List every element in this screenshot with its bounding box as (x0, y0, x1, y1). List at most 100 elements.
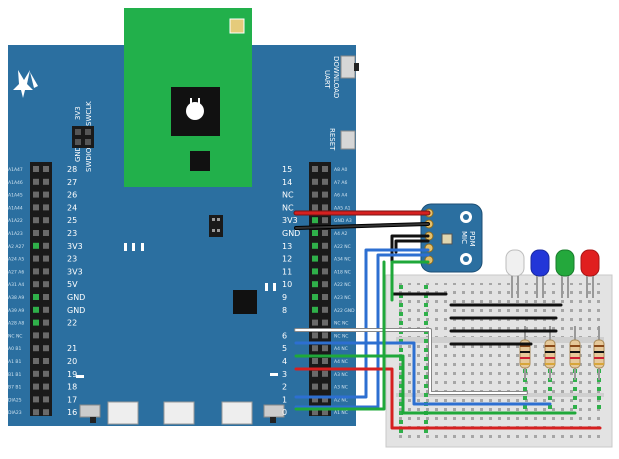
header-pin (322, 319, 328, 326)
wires (293, 210, 602, 430)
leds (505, 249, 600, 298)
pin-number: 13 (282, 242, 292, 251)
header-pin (33, 242, 39, 249)
bottom-connectors (79, 401, 285, 425)
resistor-band (520, 357, 530, 359)
header-pin (33, 294, 39, 300)
pin-number: NC (282, 203, 294, 212)
uart-download-switch[interactable] (340, 55, 356, 79)
pin-number: 3V3 (67, 267, 83, 276)
pin-number: 19 (67, 370, 77, 379)
pin-silk-label: A39 A9 (8, 308, 24, 314)
header-pin (43, 230, 49, 236)
breadboard-pin (399, 402, 403, 406)
breadboard-pin (597, 387, 601, 391)
breadboard-pin (424, 303, 428, 307)
header-pin (43, 191, 49, 198)
header-pin (43, 178, 49, 185)
label-gnd: GND (74, 146, 82, 162)
breadboard-pin (399, 366, 403, 370)
breadboard-pin (399, 339, 403, 343)
header-body (30, 162, 52, 416)
pin-silk-label: A38 A9 (8, 295, 24, 301)
header-pin (322, 255, 328, 262)
header-pin (312, 319, 318, 326)
pin-number: 1 (282, 395, 287, 404)
breadboard-pin (548, 405, 552, 409)
header-pin (322, 409, 328, 416)
wire-gpio4-green (294, 354, 577, 415)
breadboard-pin (424, 285, 428, 289)
breadboard-pin (573, 387, 577, 391)
header-pin (33, 409, 39, 416)
breadboard-pin (424, 339, 428, 343)
breadboard-pin (424, 294, 428, 298)
breadboard-pin (399, 384, 403, 388)
led-red (580, 249, 600, 298)
breadboard-pin (523, 405, 527, 409)
pin-silk-label: A6 A4 (334, 193, 347, 199)
pin-number: 23 (67, 255, 77, 264)
breadboard-pin (548, 387, 552, 391)
pin-number: 3 (282, 370, 287, 379)
resistor-band (545, 345, 555, 347)
label-uart: UART (323, 70, 331, 89)
pin-silk-label: A22 GND (334, 308, 355, 314)
pin-number: 5 (282, 344, 287, 353)
header-pin (312, 345, 318, 352)
wire-mic-data (390, 260, 430, 302)
pin-silk-label: DIA25 (8, 397, 22, 403)
pin-silk-label: A1 B1 (8, 359, 21, 365)
header-pin (43, 242, 49, 249)
breadboard-pin (399, 375, 403, 379)
breadboard-pin (399, 429, 403, 433)
module-led (229, 18, 245, 34)
pin-number: 0 (282, 408, 287, 417)
header-pin (33, 217, 39, 224)
breadboard-pin (424, 321, 428, 325)
resistor-band (520, 363, 530, 365)
pin-number: 17 (67, 395, 77, 404)
breadboard-pin (424, 312, 428, 316)
header-pin (312, 268, 318, 275)
header-pin (43, 217, 49, 224)
breadboard-pin (548, 396, 552, 400)
header-pin (33, 396, 39, 403)
header-pin (43, 319, 49, 326)
logo-icon (186, 98, 204, 120)
header-pin (312, 281, 318, 288)
pin-silk-label: A23 NC (334, 295, 351, 301)
pin-silk-label: A3 NC (334, 385, 348, 391)
resistor-band (545, 351, 555, 353)
pin-silk-label: A4 A2 (334, 231, 347, 237)
pin-silk-label: A0 B1 (8, 346, 21, 352)
pin-number: 16 (67, 408, 77, 417)
led-green (555, 249, 575, 298)
header-pin (43, 383, 49, 390)
breadboard-pin (573, 396, 577, 400)
pin-silk-label: A24 A5 (8, 257, 24, 263)
pin-number: NC (282, 191, 294, 200)
jumper (209, 215, 223, 237)
header-pin (322, 268, 328, 275)
header-pin (33, 255, 39, 262)
wire-gpio3-red (294, 367, 602, 430)
label-download: DOWNLOAD (332, 56, 340, 98)
pin-number: 22 (67, 319, 77, 328)
reset-button[interactable] (340, 130, 356, 150)
wire-mic-clock (294, 248, 430, 399)
pin-number: 5V (67, 280, 78, 289)
resistor-band (594, 363, 604, 365)
label-reset: RESET (328, 128, 336, 151)
header-pin (43, 255, 49, 262)
header-pin (312, 332, 318, 339)
pin-silk-label: NC NC (334, 321, 348, 327)
breadboard-pin (399, 393, 403, 397)
pin-number: 25 (67, 216, 77, 225)
resistor-band (570, 363, 580, 365)
pin-silk-label: A1A23 (8, 231, 23, 237)
header-pin (322, 370, 328, 377)
pin-silk-label: B1 B1 (8, 372, 21, 378)
pin-silk-label: A2 A27 (8, 244, 24, 250)
